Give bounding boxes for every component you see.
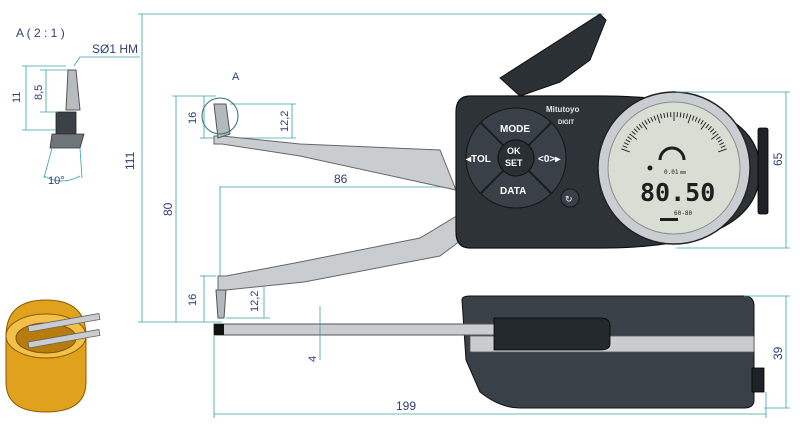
- dial-tick: [641, 121, 648, 130]
- dial-tick: [666, 112, 669, 118]
- dim-upper-tip-h: 12,2: [279, 111, 291, 132]
- power-button[interactable]: [560, 188, 580, 208]
- lower-tip: [215, 289, 227, 319]
- dial-tick: [659, 113, 663, 119]
- dial-tick: [623, 142, 629, 146]
- dial-tick: [697, 118, 701, 124]
- dial-tick: [717, 148, 727, 153]
- data-button[interactable]: DATA: [500, 186, 526, 197]
- detail-title: A ( 2 : 1 ): [16, 26, 65, 40]
- detail-a-view: A ( 2 : 1 ) SØ1 HM 11 8,5 10°: [11, 26, 140, 187]
- dim-height: 11: [11, 92, 23, 103]
- dial-tick: [627, 136, 632, 140]
- dial-tick: [625, 139, 631, 143]
- dial-tick: [647, 118, 651, 124]
- dial-tick: [700, 119, 704, 125]
- dial-tick: [653, 115, 657, 121]
- lcd-display: [607, 101, 741, 235]
- indicator-icon: [658, 146, 686, 161]
- dim-overall-length: 199: [396, 399, 416, 413]
- dim-reach: 86: [334, 172, 348, 186]
- dial-tick: [707, 126, 712, 131]
- gauge-side-cap: [757, 127, 769, 215]
- dial-tick: [694, 116, 698, 122]
- side-knob: [751, 367, 765, 393]
- dim-thickness: 4: [307, 356, 319, 362]
- dial-tick: [691, 115, 695, 121]
- dim-upper-tip: 16: [187, 112, 199, 124]
- ring-gauge-illustration: [5, 299, 101, 413]
- tip-note: SØ1 HM: [92, 42, 138, 56]
- angle-arc: [43, 175, 81, 182]
- callout-label: A: [232, 71, 240, 83]
- unit-label: mm: [680, 170, 686, 176]
- dial-tick: [687, 114, 692, 124]
- dial-tick: [622, 145, 628, 149]
- range-label: 60-80: [674, 210, 692, 217]
- dim-dial-height: 65: [771, 152, 785, 166]
- set-label: SET: [505, 158, 523, 168]
- beam: [213, 323, 503, 336]
- dial-tick: [644, 119, 648, 125]
- dial-tick: [710, 133, 719, 140]
- dim-lower-tip: 16: [187, 294, 199, 306]
- side-view: 4 39 199: [213, 295, 790, 418]
- tip-base: [49, 133, 85, 149]
- ring-lower-jaw: [27, 329, 101, 349]
- dim-lower-tip-h: 12,2: [249, 291, 261, 312]
- dial-tick: [663, 112, 666, 118]
- dial-tick: [720, 145, 726, 149]
- dial-tick: [712, 130, 717, 135]
- dial-tick: [650, 116, 654, 122]
- upper-arm: [213, 135, 457, 191]
- resolution-label: 0.01: [664, 169, 679, 176]
- dial-tick: [629, 133, 638, 140]
- dial-tick: [633, 128, 638, 133]
- tolerance-bar: [660, 218, 678, 221]
- tip-note-leader-2: [73, 56, 81, 67]
- dial-tick: [636, 126, 641, 131]
- beam-tip: [214, 324, 224, 335]
- dial-tick: [710, 128, 715, 133]
- dial-tick: [716, 136, 721, 140]
- lever-side: [493, 317, 611, 351]
- dial-tick: [638, 123, 643, 129]
- mode-button[interactable]: MODE: [500, 124, 530, 135]
- power-icon: ↻: [565, 195, 573, 205]
- dial-tick: [621, 148, 631, 153]
- callout-circle: [201, 97, 239, 135]
- lower-arm: [217, 213, 475, 291]
- dial-tick: [685, 113, 689, 119]
- dial-tick: [719, 142, 725, 146]
- dim-arm-height: 80: [161, 202, 175, 216]
- dial-tick: [717, 139, 723, 143]
- tip-mount: [55, 111, 77, 135]
- upper-tip: [213, 103, 231, 139]
- dial-tick: [705, 123, 710, 129]
- dim-tip: 8,5: [33, 85, 45, 100]
- brand-label: Mitutoyo: [546, 105, 579, 114]
- reading-value: 80.50: [640, 178, 715, 207]
- ring-upper-jaw: [27, 313, 101, 333]
- release-lever: [499, 13, 607, 97]
- dim-angle: 10°: [48, 175, 65, 187]
- front-view: 111 80 16 12,2 16 12,2 86 A: [123, 13, 790, 323]
- dim-overall-height: 111: [123, 151, 137, 170]
- ok-label: OK: [507, 146, 521, 156]
- dial-tick: [682, 112, 685, 118]
- dial-tick: [700, 121, 707, 130]
- tol-button[interactable]: ◂TOL: [465, 154, 491, 165]
- dial-tick: [656, 114, 661, 124]
- ok-set-button[interactable]: [497, 139, 535, 177]
- dial-ticks: [621, 112, 727, 153]
- dial-tick: [631, 130, 636, 135]
- dim-body-depth: 39: [771, 346, 785, 360]
- dial-tick: [679, 112, 682, 118]
- tip-shape: [65, 69, 81, 111]
- sub-brand-label: DIGIT: [558, 120, 574, 126]
- zero-button[interactable]: <0>▸: [538, 154, 561, 165]
